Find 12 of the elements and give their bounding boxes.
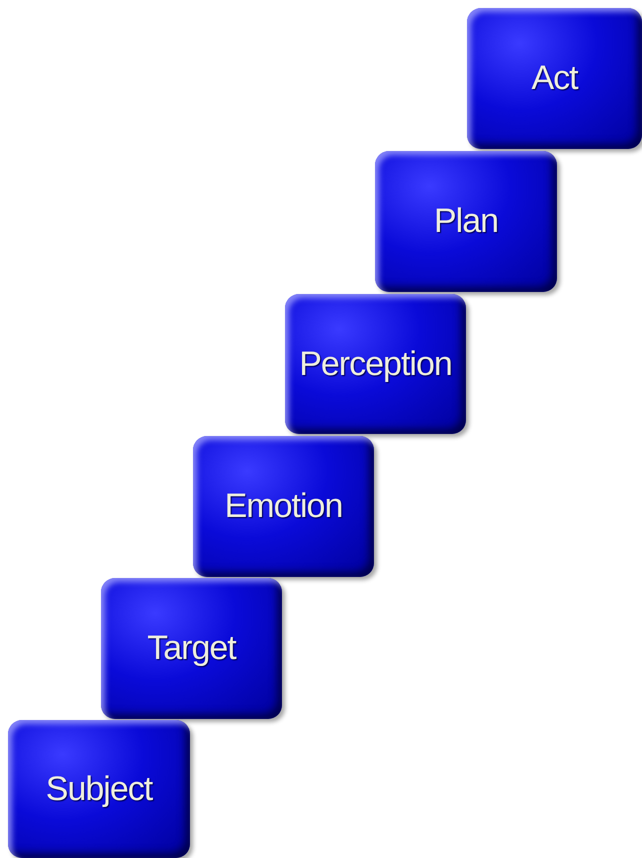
step-box [375, 151, 557, 292]
step-box [285, 294, 466, 434]
step-box [467, 8, 642, 149]
step-label: Act [531, 59, 578, 98]
step-label: Plan [434, 202, 498, 241]
step-label: Subject [46, 770, 152, 808]
step-box [101, 578, 282, 719]
step-box [193, 436, 374, 577]
step-label: Perception [299, 344, 452, 384]
step-box [8, 720, 190, 858]
step-label: Target [147, 629, 236, 668]
step-label: Emotion [224, 487, 342, 526]
